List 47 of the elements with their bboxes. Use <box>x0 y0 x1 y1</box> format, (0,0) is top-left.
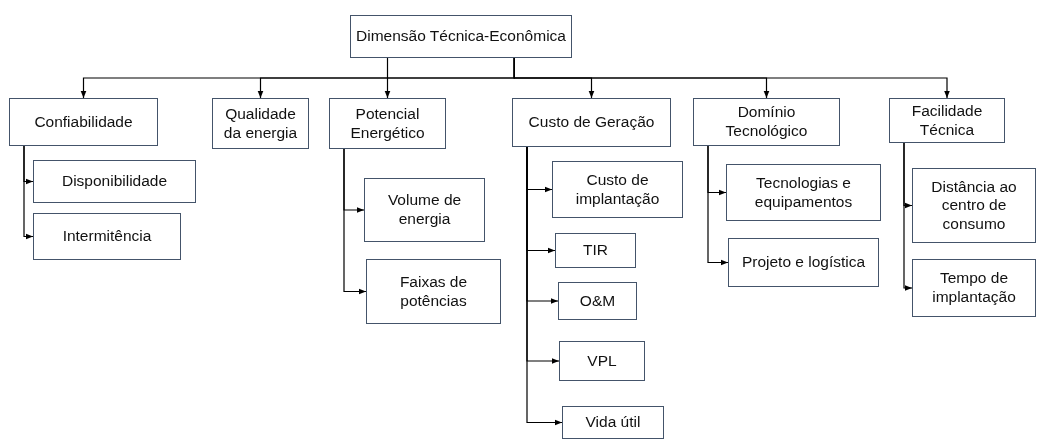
node-box <box>33 160 196 203</box>
node-box <box>366 259 501 324</box>
node-label: Distância ao centro de consumo <box>930 177 1018 234</box>
node-box <box>912 259 1036 317</box>
node-label: Domínio Tecnológico <box>724 103 809 141</box>
node-box <box>558 282 637 320</box>
node-box <box>552 161 683 218</box>
node-box <box>555 233 636 268</box>
connector-arrow <box>903 142 913 291</box>
node-box <box>329 98 446 149</box>
node-label: Facilidade Técnica <box>910 101 984 140</box>
node-label: Tecnologias e equipamentos <box>753 173 854 212</box>
node-box <box>559 341 645 381</box>
node-label: Custo de implantação <box>574 170 661 209</box>
node-box <box>9 98 158 146</box>
node-box <box>912 168 1036 243</box>
node-label: Confiabilidade <box>34 112 133 132</box>
connector-arrow <box>513 57 950 99</box>
node-label: Custo de Geração <box>528 113 655 132</box>
node-box <box>364 178 485 242</box>
node-label: Projeto e logística <box>741 253 866 272</box>
node-box <box>33 213 181 260</box>
node-box <box>212 98 309 149</box>
connector-arrow <box>343 148 367 295</box>
node-box <box>350 15 572 58</box>
node-label: Intermitência <box>62 227 152 246</box>
node-box <box>512 98 671 147</box>
node-box <box>693 98 840 146</box>
node-box <box>889 98 1005 143</box>
connector-arrow <box>384 57 391 99</box>
node-box <box>562 406 664 439</box>
node-label: Vida útil <box>585 413 641 432</box>
node-label: O&M <box>579 291 616 311</box>
node-box <box>728 238 879 287</box>
node-box <box>726 164 881 221</box>
node-label: Faixas de potências <box>398 272 469 311</box>
node-label: Tempo de implantação <box>931 269 1017 307</box>
node-label: VPL <box>587 351 617 371</box>
node-label: Potencial Energético <box>349 104 426 143</box>
node-label: Disponibilidade <box>61 172 168 191</box>
connector-arrow <box>526 146 563 426</box>
node-label: TIR <box>583 241 608 260</box>
node-label: Dimensão Técnica-Econômica <box>356 27 566 46</box>
node-label: Qualidade da energia <box>222 104 299 143</box>
node-label: Volume de energia <box>386 191 463 229</box>
connector-arrow <box>707 145 729 266</box>
connector-arrow <box>23 145 34 240</box>
